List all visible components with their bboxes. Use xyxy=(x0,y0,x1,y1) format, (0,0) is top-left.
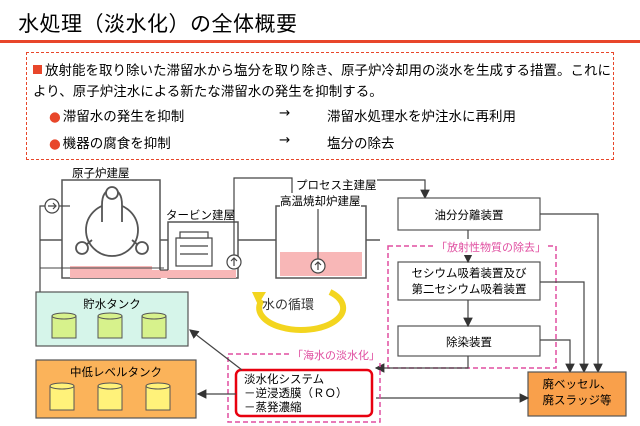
to-desal-pipe xyxy=(374,356,469,373)
water-cycle-arrow xyxy=(256,289,347,333)
bullet-dot-icon: ● xyxy=(49,109,61,125)
desalination-label: 淡水化システム－逆浸透膜（ＲＯ）－蒸発濃縮 xyxy=(244,372,348,414)
green-tanks xyxy=(51,312,167,339)
turbine-equipment-icon xyxy=(175,231,213,267)
incinerator-building-label: 高温焼却炉建屋 xyxy=(280,193,361,209)
desalination-region-label: 「海水の淡水化」 xyxy=(290,347,382,363)
decontamination-label: 除染装置 xyxy=(446,335,492,349)
process-building-label: プロセス主建屋 xyxy=(296,177,377,193)
arrow-1: → xyxy=(279,105,291,121)
transfer-pipe xyxy=(233,177,293,255)
arrow-2: → xyxy=(279,132,291,148)
oil-separator-box xyxy=(397,197,541,231)
outcome-1: 滞留水処理水を炉注水に再利用 xyxy=(327,109,516,125)
to-storage-pipe xyxy=(189,329,243,371)
oil-separator-label: 油分分離装置 xyxy=(434,208,504,222)
waste-pipe-2 xyxy=(540,281,589,374)
pump-icon xyxy=(44,198,60,214)
pump-icon xyxy=(310,258,326,274)
recirculation-pipe xyxy=(39,205,45,296)
storage-tank-label: 貯水タンク xyxy=(83,297,141,311)
yellow-tanks xyxy=(49,382,171,411)
cesium-box xyxy=(397,261,541,301)
title-underline xyxy=(0,40,640,43)
desalination-evap: －蒸発濃縮 xyxy=(244,400,302,414)
waste-label-line1: 廃ベッセル、 xyxy=(542,377,612,391)
cesium-label-line1: セシウム吸着装置及び xyxy=(411,266,527,280)
waste-box xyxy=(527,371,627,417)
effect-label: 機器の腐食を抑制 xyxy=(62,136,171,152)
pump-icon xyxy=(226,254,242,270)
reactor-vessel-icon xyxy=(75,186,149,257)
cesium-label-line2: 第二セシウム吸着装置 xyxy=(411,282,527,296)
low-level-tank-label: 中低レベルタンク xyxy=(70,365,162,379)
square-bullet-icon xyxy=(33,65,42,74)
cesium-label: セシウム吸着装置及び第二セシウム吸着装置 xyxy=(398,265,540,297)
water-cycle-arrowhead xyxy=(252,292,266,305)
desalination-box xyxy=(234,368,374,418)
waste-label: 廃ベッセル、廃スラッジ等 xyxy=(528,376,626,408)
waste-label-line2: 廃スラッジ等 xyxy=(542,393,612,407)
effect-label: 滞留水の発生を抑制 xyxy=(62,109,185,125)
bullet-dot-icon: ● xyxy=(49,136,61,152)
radioactive-removal-label: 「放射性物質の除去」 xyxy=(434,239,548,255)
summary-intro-text: 放射能を取り除いた滞留水から塩分を取り除き、原子炉冷却用の淡水を生成する措置。こ… xyxy=(33,63,612,100)
reactor-building-label: 原子炉建屋 xyxy=(72,166,130,180)
effect-item-2: ●機器の腐食を抑制 xyxy=(49,132,171,152)
desalination-title: 淡水化システム xyxy=(244,372,325,386)
effect-item-1: ●滞留水の発生を抑制 xyxy=(49,105,184,125)
page-title: 水処理（淡水化）の全体概要 xyxy=(18,12,298,36)
water-cycle-label: 水の循環 xyxy=(262,298,315,313)
desalination-ro: －逆浸透膜（ＲＯ） xyxy=(244,386,348,400)
turbine-building-label: タービン建屋 xyxy=(166,208,235,222)
waste-pipe-1 xyxy=(540,213,603,374)
summary-intro: 放射能を取り除いた滞留水から塩分を取り除き、原子炉冷却用の淡水を生成する措置。こ… xyxy=(33,61,613,103)
turbine-water xyxy=(70,270,236,278)
summary-box: 放射能を取り除いた滞留水から塩分を取り除き、原子炉冷却用の淡水を生成する措置。こ… xyxy=(26,52,614,160)
outcome-2: 塩分の除去 xyxy=(327,136,395,152)
waste-pipe-3 xyxy=(540,339,575,374)
